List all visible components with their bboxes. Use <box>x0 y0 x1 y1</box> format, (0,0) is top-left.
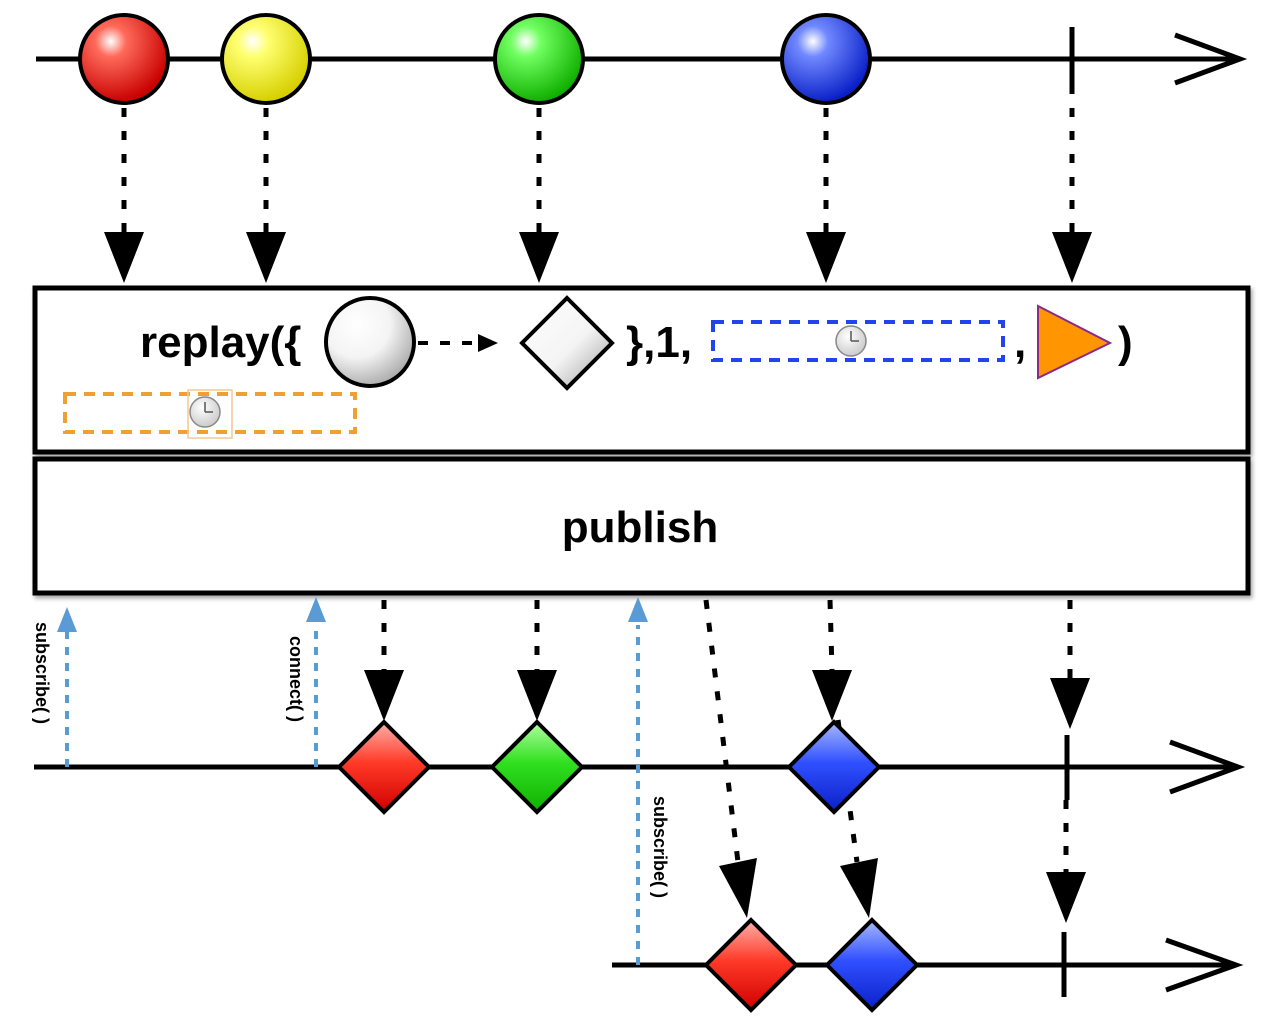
subscribe-label-2: subscribe( ) <box>650 796 670 898</box>
replay-label-middle: },1, <box>626 318 692 367</box>
source-to-replay-arrows <box>104 108 1092 283</box>
publish-to-subscriber-2-arrows <box>703 599 1086 923</box>
source-marble-blue <box>780 13 872 105</box>
diamond-icon <box>519 295 615 391</box>
time-window-box <box>711 320 1005 362</box>
publish-label: publish <box>562 503 718 552</box>
subscriber-2-marbles <box>703 917 920 1013</box>
source-marble-yellow <box>220 13 312 105</box>
source-marble-green <box>493 13 585 105</box>
subscriber-1-timeline <box>34 735 1246 800</box>
replay-operator-box: replay({ },1, , ) <box>32 285 1251 455</box>
source-marble-red <box>78 13 170 105</box>
publish-to-subscriber-1-arrows <box>364 599 1090 729</box>
subscriber-1-diamond-blue <box>786 719 882 815</box>
subscriber-1-diamond-red <box>336 719 432 815</box>
source-timeline <box>36 27 1248 94</box>
subscribe-label-1: subscribe( ) <box>32 622 52 724</box>
circle-icon <box>324 296 416 388</box>
clock-icon <box>835 325 867 357</box>
subscriber-1-diamond-green <box>489 719 585 815</box>
connect-label: connect( ) <box>286 636 306 722</box>
subscriber-1-marbles <box>336 719 882 815</box>
clock-icon <box>189 396 221 428</box>
source-marbles <box>78 13 872 105</box>
arrow-right-icon <box>478 334 498 352</box>
delay-window-box <box>63 392 357 434</box>
replay-label-prefix: replay({ <box>140 318 301 367</box>
replay-label-comma: , <box>1014 318 1026 367</box>
subscription-arrows <box>57 597 648 965</box>
triangle-icon <box>1037 304 1113 380</box>
replay-label-suffix: ) <box>1118 318 1133 367</box>
subscriber-2-diamond-red <box>703 917 799 1013</box>
publish-operator-box: publish <box>32 456 1251 596</box>
subscriber-2-diamond-blue <box>824 917 920 1013</box>
